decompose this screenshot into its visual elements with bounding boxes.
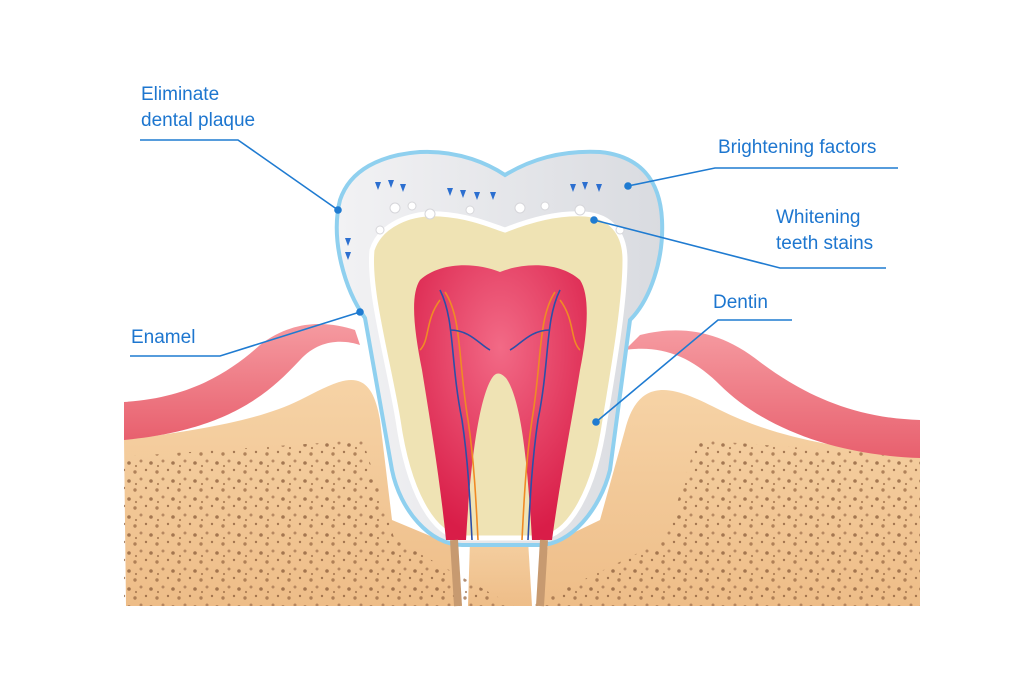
label-brightening-factors: Brightening factors xyxy=(718,137,877,158)
gum-left xyxy=(124,324,360,440)
label-whitening-line1: Whitening xyxy=(776,207,861,228)
gum-right xyxy=(625,330,920,458)
label-eliminate-line1: Eliminate xyxy=(141,84,220,105)
label-whitening-stains: Whitening teeth stains xyxy=(776,205,873,257)
label-eliminate-plaque: Eliminate dental plaque xyxy=(141,82,255,134)
label-enamel: Enamel xyxy=(131,327,196,348)
pointer-dot-icon xyxy=(334,182,632,426)
label-whitening-line2: teeth stains xyxy=(776,233,874,254)
label-eliminate-line2: dental plaque xyxy=(141,110,256,131)
whitening-bubble-icon xyxy=(375,201,625,235)
leader-lines xyxy=(130,139,898,423)
plaque-arrow-icon xyxy=(345,180,602,260)
nerve-vessels xyxy=(419,289,581,541)
label-dentin: Dentin xyxy=(713,292,768,313)
